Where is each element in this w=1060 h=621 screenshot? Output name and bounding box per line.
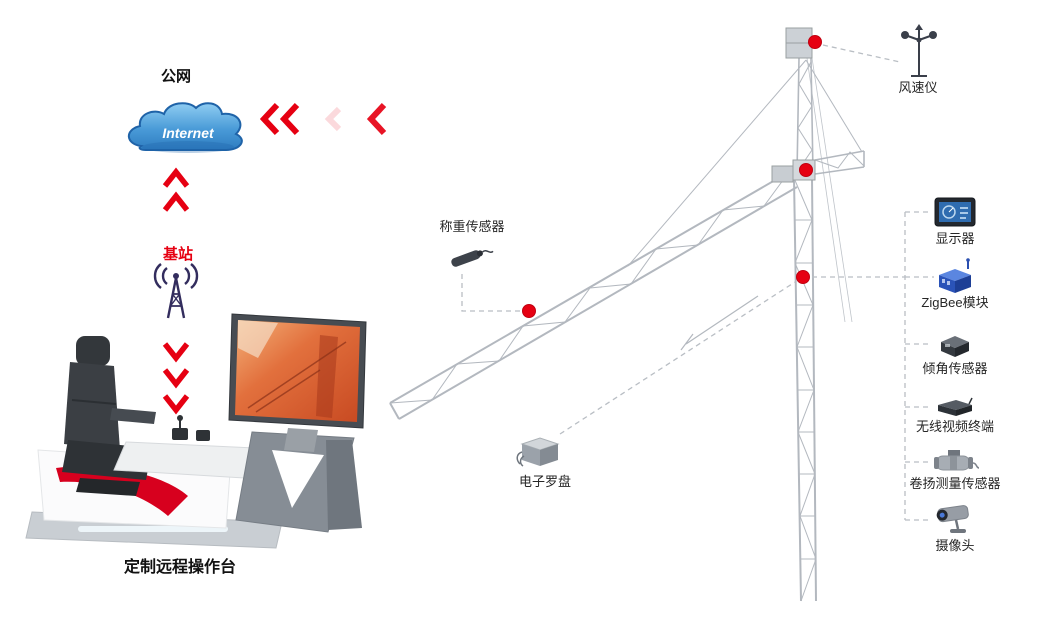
tilt-sensor-icon — [937, 330, 973, 358]
cloud-shape — [127, 102, 243, 151]
uplink-chevrons-icon — [162, 166, 190, 218]
internet-cloud: Internet — [116, 94, 256, 164]
camera-icon — [934, 503, 976, 537]
operator-cab — [771, 165, 794, 183]
wireless-link-arrows-icon — [260, 102, 392, 136]
sensor-dot-mast — [796, 270, 810, 284]
device-label-camera: 摄像头 — [935, 538, 975, 553]
monitor-neck — [284, 428, 318, 452]
tower-crane-structure — [389, 57, 865, 602]
base-station-label: 基站 — [162, 246, 193, 263]
weight-sensor-icon — [441, 240, 495, 278]
wireless-video-terminal-icon — [936, 396, 974, 419]
device-label-video: 无线视频终端 — [915, 419, 994, 434]
hoist-measure-sensor-icon — [932, 448, 980, 476]
zigbee-module-icon — [935, 257, 975, 295]
console-led-strip — [78, 526, 228, 532]
compass-icon — [514, 430, 562, 470]
internet-cloud-text: Internet — [162, 125, 215, 141]
sensor-node-dots — [522, 35, 822, 318]
compass-label: 电子罗盘 — [518, 474, 571, 489]
weight-sensor-label: 称重传感器 — [439, 219, 505, 234]
display-icon — [934, 197, 976, 229]
monitor-leg — [326, 440, 362, 530]
sensor-dot-tower-top — [808, 35, 822, 49]
downlink-chevrons-icon — [162, 338, 190, 416]
joystick-controls — [172, 415, 210, 441]
sensor-dot-jib-junction — [799, 163, 813, 177]
anemometer-label: 风速仪 — [898, 80, 938, 95]
slewing-unit — [792, 159, 816, 181]
device-label-display: 显示器 — [935, 231, 975, 246]
device-label-tilt: 倾角传感器 — [922, 361, 988, 376]
anemometer-icon — [897, 24, 941, 78]
device-label-zigbee: ZigBee模块 — [921, 295, 989, 310]
monitor-arm-cutout — [272, 450, 324, 508]
sensor-dot-jib — [522, 304, 536, 318]
device-label-hoist: 卷扬测量传感器 — [909, 476, 1001, 491]
base-station-antenna-icon — [150, 262, 202, 320]
public-network-label: 公网 — [160, 68, 191, 85]
console-label: 定制远程操作台 — [123, 559, 236, 576]
tower-top-cab — [785, 27, 813, 59]
remote-console-illustration — [20, 300, 380, 555]
